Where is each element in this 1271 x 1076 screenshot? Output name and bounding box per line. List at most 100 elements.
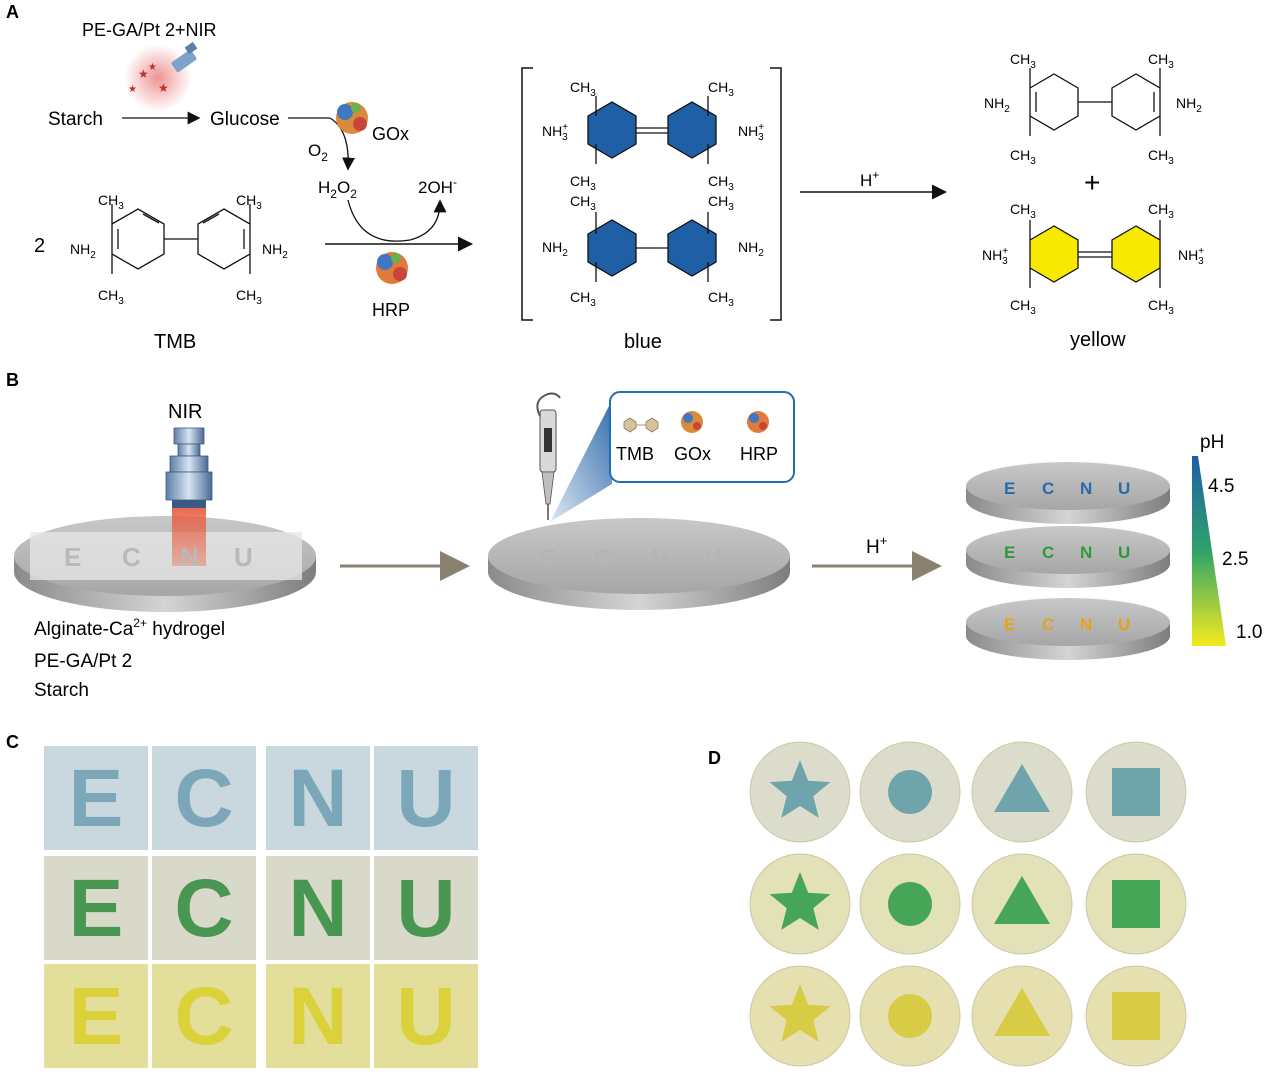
h2o2-label: H2O2 — [318, 178, 357, 201]
photo-letter-yellow-e: E — [69, 971, 124, 1062]
disk2-letter-c: C — [594, 545, 611, 572]
starch-label: Starch — [48, 109, 103, 130]
hrp-mini-icon — [747, 411, 769, 433]
ph-tick-low: 1.0 — [1236, 622, 1262, 643]
photo-tile-yellow-c — [152, 964, 256, 1068]
tmb-nh2-left: NH2 — [70, 241, 96, 261]
spot-circle-blue — [888, 770, 932, 814]
result-disk-blue — [966, 462, 1170, 524]
bracket-left — [521, 67, 533, 321]
panel-label-a: A — [6, 2, 19, 22]
ph-tick-high: 4.5 — [1208, 476, 1234, 497]
photo-letter-green-n: N — [288, 863, 347, 954]
hydrogel-label: Alginate-Ca2+ hydrogel — [34, 616, 225, 640]
disk1-letter-u: U — [234, 542, 253, 572]
spot-star-yellow — [769, 984, 831, 1042]
y2-ch3-3: CH3 — [1010, 297, 1036, 317]
photo-tile-green-e — [44, 856, 148, 960]
acid-label-b: H+ — [866, 533, 887, 558]
spot-square-yellow — [1112, 992, 1160, 1040]
y2-ch3-4: CH3 — [1148, 297, 1174, 317]
spot-square-green — [1112, 880, 1160, 928]
spot-triangle-blue — [994, 764, 1050, 812]
callout-tmb: TMB — [616, 444, 654, 464]
spot-star-blue — [769, 760, 831, 818]
panel-d-photos — [749, 741, 1187, 1067]
y-ch3-1: CH3 — [1010, 51, 1036, 71]
callout-hrp: HRP — [740, 444, 778, 464]
tmb-coefficient: 2 — [34, 235, 45, 257]
spot-circle-yellow — [888, 994, 932, 1038]
gox-enzyme-icon — [336, 102, 368, 134]
spot-square-blue — [1112, 768, 1160, 816]
nir-label: NIR — [168, 401, 202, 423]
ph-gradient-wedge — [1192, 456, 1226, 646]
gox-label: GOx — [372, 124, 409, 144]
catalyst-label: PE-GA/Pt 2 — [34, 651, 132, 672]
photo-tile-blue-n — [266, 746, 370, 850]
photo-letter-blue-u: U — [396, 753, 455, 844]
yellow-label: yellow — [1070, 329, 1126, 351]
yellow-diimine-molecule — [1029, 220, 1161, 288]
acid-label: H+ — [860, 168, 879, 190]
y-nh2-right: NH2 — [1176, 95, 1202, 115]
yellow-tmb-molecule — [1029, 68, 1161, 136]
y-ch3-3: CH3 — [1010, 147, 1036, 167]
svg-text:★: ★ — [158, 81, 169, 95]
blue-product-molecule — [587, 96, 717, 164]
blue-disk-letter-c: C — [1042, 479, 1054, 498]
starch-label-b: Starch — [34, 680, 89, 701]
yellow-disk-letter-c: C — [1042, 615, 1054, 634]
o2-label: O2 — [308, 141, 328, 164]
ph-tick-mid: 2.5 — [1222, 549, 1248, 570]
photo-letter-green-u: U — [396, 863, 455, 954]
glucose-label: Glucose — [210, 109, 280, 130]
panel-label-b: B — [6, 370, 19, 390]
spot-triangle-green — [994, 876, 1050, 924]
blue-disk-letter-n: N — [1080, 479, 1092, 498]
photo-tile-yellow-u — [374, 964, 478, 1068]
blue2-nh2-right: NH2 — [738, 239, 764, 259]
plus-sign: + — [1084, 167, 1100, 198]
blue2-ch3-3: CH3 — [570, 289, 596, 309]
y-ch3-2: CH3 — [1148, 51, 1174, 71]
blue2-ch3-2: CH3 — [708, 193, 734, 213]
glucose-curve-arrow — [329, 117, 356, 171]
tmb-molecule — [111, 204, 251, 274]
photo-tile-green-n — [266, 856, 370, 960]
tmb-nh2-right: NH2 — [262, 241, 288, 261]
disk1-letter-e: E — [64, 542, 83, 572]
yellow-disk-letter-u: U — [1118, 615, 1130, 634]
photo-tile-blue-e — [44, 746, 148, 850]
gox-mini-icon — [681, 411, 703, 433]
laser-beam — [172, 508, 206, 566]
photo-tile-blue-u — [374, 746, 478, 850]
disk2-letter-e: E — [540, 545, 556, 572]
svg-text:★: ★ — [148, 62, 157, 73]
blue-ch3-4: CH3 — [708, 173, 734, 193]
spot-star-green — [769, 872, 831, 930]
hrp-label: HRP — [372, 300, 410, 320]
svg-text:★: ★ — [128, 84, 137, 95]
photo-letter-yellow-u: U — [396, 971, 455, 1062]
sample-disk — [488, 518, 790, 610]
tmb-mini-icon — [623, 417, 659, 433]
blue-diamine-molecule — [587, 212, 717, 282]
tmb-ch3-1: CH3 — [98, 192, 124, 212]
yellow-disk-letter-e: E — [1004, 615, 1015, 634]
y2-ch3-2: CH3 — [1148, 201, 1174, 221]
blue-label: blue — [624, 331, 662, 353]
photo-tile-yellow-n — [266, 964, 370, 1068]
panel-label-c: C — [6, 732, 19, 752]
tmb-ch3-3: CH3 — [98, 287, 124, 307]
y-nh2-left: NH2 — [984, 95, 1010, 115]
y2-nh3-right: NH+3 — [1178, 246, 1204, 267]
photo-letter-green-e: E — [69, 863, 124, 954]
tmb-ch3-4: CH3 — [236, 287, 262, 307]
disk1-letter-c: C — [122, 542, 141, 572]
hydroxide-label: 2OH- — [418, 175, 457, 197]
green-disk-letter-n: N — [1080, 543, 1092, 562]
y2-ch3-1: CH3 — [1010, 201, 1036, 221]
